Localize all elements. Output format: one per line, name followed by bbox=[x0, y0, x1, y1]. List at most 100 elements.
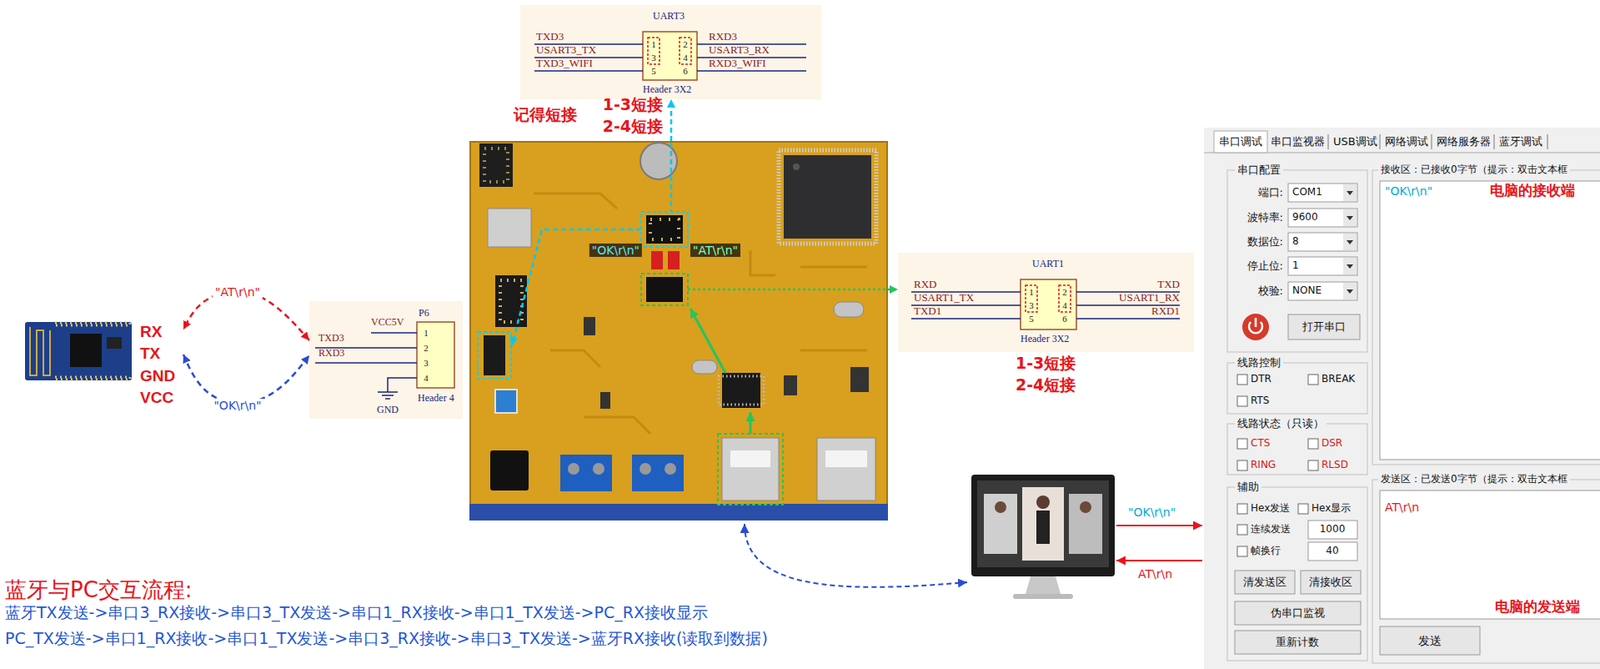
usb-cable-path-part bbox=[1116, 524, 1203, 527]
node-text: 1 bbox=[1028, 286, 1034, 298]
annotation-text: RLSD bbox=[1321, 459, 1349, 472]
board-photo-part bbox=[469, 503, 888, 521]
annotation-text: 1000 bbox=[1319, 523, 1346, 536]
serial-tool-window-part bbox=[1346, 215, 1354, 221]
annotation-text: DTR bbox=[1250, 373, 1272, 386]
annotation-text: 打开串口 bbox=[1302, 321, 1346, 334]
header-symbol-part bbox=[1058, 285, 1071, 312]
annotation-text: 线路状态（只读） bbox=[1234, 417, 1327, 431]
serial-tool-window-part bbox=[1379, 134, 1381, 150]
serial-tool-window-part bbox=[1237, 546, 1248, 557]
annotation-text: COM1 bbox=[1292, 186, 1323, 199]
board-photo-part bbox=[592, 462, 605, 475]
board-photo-part bbox=[692, 360, 718, 374]
node-text: USART1_RX bbox=[1118, 291, 1180, 305]
board-photo-part bbox=[650, 219, 679, 240]
board-photo-part bbox=[583, 316, 596, 336]
serial-tool-window-part bbox=[1308, 374, 1319, 385]
pc-monitor-illustration-part bbox=[994, 501, 1007, 513]
annotation-text: 数据位: bbox=[1247, 235, 1284, 249]
serial-tool-window-part bbox=[1379, 490, 1600, 619]
node-text: VCC bbox=[140, 388, 174, 407]
bluetooth-module-illustration-part bbox=[70, 333, 102, 367]
usb-cable-path-part bbox=[1116, 559, 1203, 562]
annotation-text: PC_TX发送->串口1_RX接收->串口1_TX发送->串口3_RX接收->串… bbox=[5, 629, 768, 648]
serial-tool-window-part bbox=[1308, 541, 1358, 561]
annotation-text: 记得短接 bbox=[513, 105, 577, 125]
board-photo-part bbox=[631, 454, 684, 492]
board-photo-part bbox=[783, 375, 798, 396]
board-photo-part bbox=[718, 376, 764, 405]
node-text: RXD3_WIFI bbox=[708, 57, 767, 71]
serial-tool-window-part bbox=[1234, 630, 1361, 654]
annotation-text: 接收区：已接收0字节（提示：双击文本框 bbox=[1378, 164, 1570, 176]
board-photo-part bbox=[833, 301, 864, 317]
annotation-text: 连续发送 bbox=[1250, 523, 1291, 536]
edge-label: "AT\r\n" bbox=[212, 285, 263, 299]
serial-tool-window-part bbox=[1379, 626, 1480, 655]
node-text: 3 bbox=[423, 357, 429, 369]
board-photo-part bbox=[469, 140, 888, 521]
node-text: 3 bbox=[651, 52, 657, 64]
serial-tool-window-part bbox=[1346, 240, 1354, 245]
header-symbol-part bbox=[416, 321, 455, 388]
header-symbol-part bbox=[381, 394, 394, 397]
annotation-text: 网络调试 bbox=[1384, 135, 1429, 149]
serial-tool-window-part bbox=[1343, 209, 1357, 226]
node-text: 4 bbox=[423, 372, 429, 384]
annotation-text: DSR bbox=[1321, 437, 1343, 450]
annotation-text: 40 bbox=[1325, 545, 1339, 557]
node-text: RXD bbox=[913, 278, 937, 291]
node-text: Header 3X2 bbox=[642, 84, 692, 96]
schematic-panel-part bbox=[309, 300, 463, 419]
pc-monitor-illustration bbox=[971, 474, 1115, 599]
node-text: 4 bbox=[682, 52, 688, 64]
node-text: USART3_RX bbox=[708, 44, 770, 57]
schematic-panel-part bbox=[897, 252, 1194, 352]
board-photo-part bbox=[783, 155, 872, 239]
serial-tool-window-part bbox=[1343, 257, 1357, 275]
annotation-text: Hex发送 bbox=[1250, 502, 1290, 515]
node-text: TXD3_WIFI bbox=[536, 57, 593, 71]
serial-tool-window-part bbox=[1234, 570, 1295, 594]
annotation-text: 蓝牙TX发送->串口3_RX接收->串口3_TX发送->串口1_RX接收->串口… bbox=[5, 603, 708, 622]
annotation-text: 清发送区 bbox=[1243, 576, 1287, 589]
header-symbol-part bbox=[1025, 285, 1038, 312]
serial-tool-window-part bbox=[1234, 601, 1361, 625]
annotation-text: BREAK bbox=[1321, 373, 1355, 386]
node-text: 1 bbox=[651, 39, 657, 51]
serial-tool-window-part bbox=[1254, 317, 1258, 327]
pc-monitor-illustration-part bbox=[1036, 495, 1050, 509]
header-symbol-part bbox=[1020, 279, 1077, 330]
annotation-text: 1-3短接 bbox=[602, 95, 663, 115]
serial-tool-window-part bbox=[1431, 134, 1433, 150]
bluetooth-module-illustration-part bbox=[55, 376, 131, 380]
board-photo-part bbox=[495, 389, 517, 413]
signal-connector bbox=[183, 354, 310, 404]
header-symbol-part bbox=[679, 37, 692, 65]
annotation-text: 端口: bbox=[1258, 186, 1284, 200]
annotation-text: 发送区：已发送0字节（提示：双击文本框 bbox=[1378, 473, 1570, 486]
serial-tool-window-part bbox=[1328, 134, 1330, 150]
node-text: GND bbox=[140, 366, 176, 386]
serial-tool-window-part bbox=[1298, 503, 1309, 514]
serial-tool-window-part bbox=[1346, 289, 1354, 294]
annotation-text: 8 bbox=[1292, 235, 1300, 248]
node-text: 6 bbox=[682, 65, 688, 77]
annotation-text: 波特率: bbox=[1247, 211, 1284, 225]
header-symbol-part bbox=[647, 37, 660, 65]
serial-tool-window-part bbox=[1288, 183, 1358, 202]
header-symbol-part bbox=[911, 317, 1021, 320]
header-symbol-part bbox=[315, 361, 417, 364]
board-photo-part bbox=[470, 141, 888, 520]
header-symbol-part bbox=[1076, 317, 1180, 320]
board-photo-part bbox=[850, 366, 869, 392]
annotation-text: 校验: bbox=[1258, 285, 1284, 298]
pc-monitor-illustration-part bbox=[1068, 493, 1103, 554]
annotation-text: CTS bbox=[1250, 437, 1270, 450]
serial-tool-window-part bbox=[1288, 314, 1360, 340]
serial-tool-window-part bbox=[1237, 438, 1248, 449]
annotation-text: USB调试 bbox=[1333, 135, 1378, 149]
usb-cable-path bbox=[744, 523, 1203, 587]
